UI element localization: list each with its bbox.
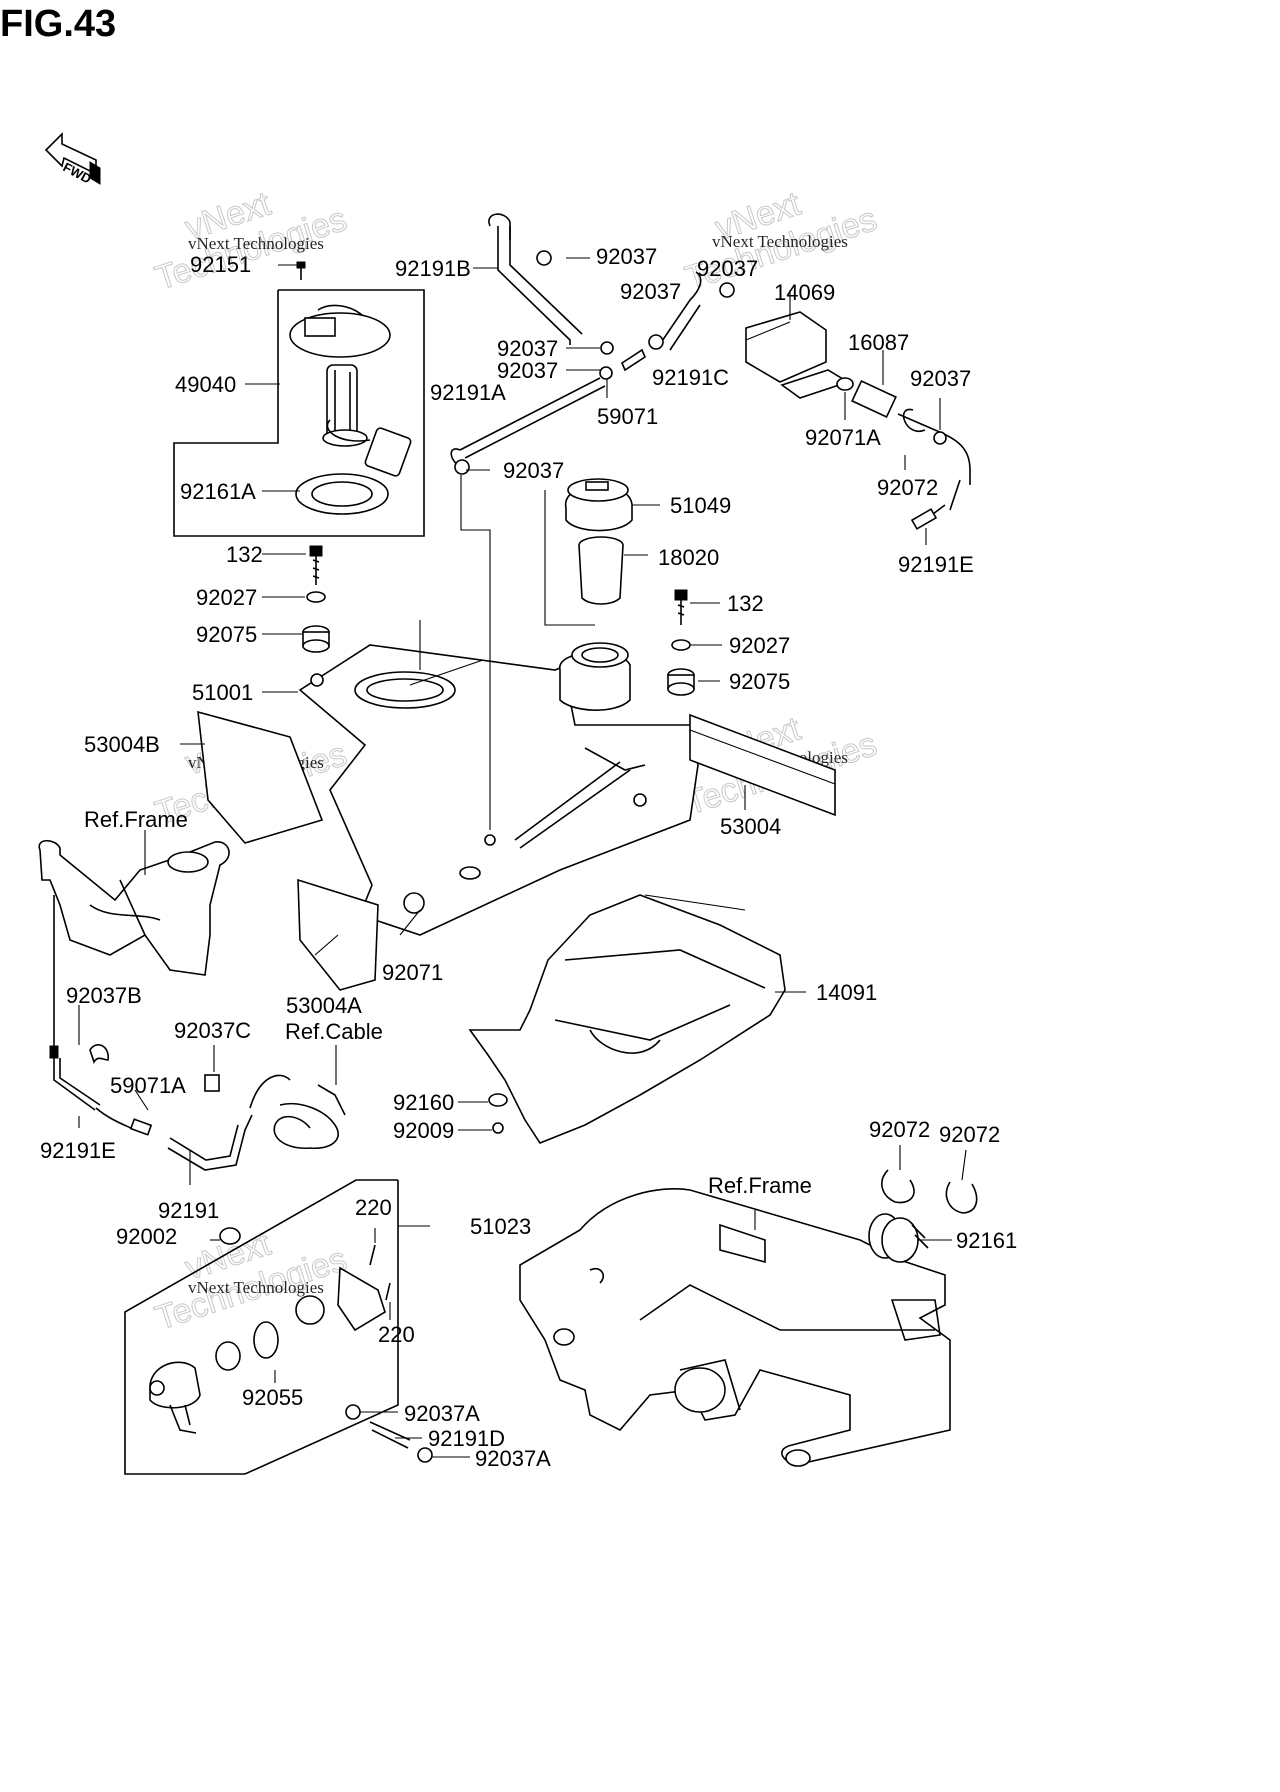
- callout-51001: 51001: [192, 680, 253, 705]
- callout-92191C: 92191C: [652, 365, 729, 390]
- callout-92009: 92009: [393, 1118, 454, 1143]
- callout-59071A: 59071A: [110, 1073, 186, 1098]
- clamps-92072: [881, 1145, 978, 1214]
- frame-left: [38, 830, 230, 976]
- callout-220a: 220: [355, 1195, 392, 1220]
- frame-right: [519, 1187, 951, 1467]
- callout-16087: 16087: [848, 330, 909, 355]
- callout-53004: 53004: [720, 814, 781, 839]
- callout-92191A: 92191A: [430, 380, 506, 405]
- forward-arrow-icon: FWD: [44, 132, 101, 187]
- callout-51049: 51049: [670, 493, 731, 518]
- callout-92027a: 92027: [196, 585, 257, 610]
- figure-title: FIG.43: [0, 3, 116, 45]
- rubber-92161: [868, 1213, 952, 1263]
- fuel-cap: [565, 478, 633, 532]
- callout-ref-cable: Ref.Cable: [285, 1019, 383, 1044]
- callout-ref-frame-1: Ref.Frame: [84, 807, 188, 832]
- fuel-filter: [836, 377, 971, 530]
- callout-92037-4: 92037: [497, 336, 558, 361]
- callout-53004B: 53004B: [84, 732, 160, 757]
- callout-92037A-2: 92037A: [475, 1446, 551, 1471]
- callout-92037A-1: 92037A: [404, 1401, 480, 1426]
- callout-92037-6: 92037: [503, 458, 564, 483]
- svg-text:vNext Technologies: vNext Technologies: [188, 1278, 324, 1297]
- fuel-cock: [124, 1179, 430, 1475]
- fuel-pump-assembly: [173, 261, 425, 537]
- callout-92037C: 92037C: [174, 1018, 251, 1043]
- callout-92071A: 92071A: [805, 425, 881, 450]
- canister: [745, 311, 850, 399]
- callout-92075b: 92075: [729, 669, 790, 694]
- callout-92071: 92071: [382, 960, 443, 985]
- callout-92027b: 92027: [729, 633, 790, 658]
- callout-labels: 92151 49040 92161A 132 92027 92075 51001…: [40, 244, 1017, 1471]
- callout-92037-1: 92037: [596, 244, 657, 269]
- callout-14069: 14069: [774, 280, 835, 305]
- callout-92191E-2: 92191E: [40, 1138, 116, 1163]
- svg-text:vNext Technologies: vNext Technologies: [712, 232, 848, 251]
- callout-92160: 92160: [393, 1090, 454, 1115]
- callout-92037-7: 92037: [910, 366, 971, 391]
- fuel-line-left: [49, 895, 346, 1185]
- callout-92037-2: 92037: [620, 279, 681, 304]
- filler-sleeve: [578, 536, 624, 605]
- hose-92191D: [345, 1404, 470, 1463]
- callout-14091: 14091: [816, 980, 877, 1005]
- callout-132a: 132: [226, 542, 263, 567]
- callout-ref-frame-2: Ref.Frame: [708, 1173, 812, 1198]
- svg-text:vNext Technologies: vNext Technologies: [188, 234, 324, 253]
- callout-59071: 59071: [597, 404, 658, 429]
- tank-tray: [468, 894, 806, 1144]
- callout-92151: 92151: [190, 252, 251, 277]
- callout-53004A: 53004A: [286, 993, 362, 1018]
- callout-92161: 92161: [956, 1228, 1017, 1253]
- callout-92037B: 92037B: [66, 983, 142, 1008]
- mount-hardware-left: [302, 545, 330, 653]
- callout-92055: 92055: [242, 1385, 303, 1410]
- callout-92072-2: 92072: [869, 1117, 930, 1142]
- callout-92075a: 92075: [196, 622, 257, 647]
- mount-hardware-right: [667, 589, 695, 696]
- vent-hoses: [450, 213, 735, 475]
- callout-18020: 18020: [658, 545, 719, 570]
- leader-lines-top: [180, 257, 941, 956]
- callout-92191E-1: 92191E: [898, 552, 974, 577]
- watermark-1: vNext Technologies vNext Technologies: [150, 184, 352, 298]
- callout-51023: 51023: [470, 1214, 531, 1239]
- callout-92072-3: 92072: [939, 1122, 1000, 1147]
- callout-92072-1: 92072: [877, 475, 938, 500]
- callout-92191: 92191: [158, 1198, 219, 1223]
- callout-49040: 49040: [175, 372, 236, 397]
- callout-92191D: 92191D: [428, 1426, 505, 1451]
- callout-92037-5: 92037: [497, 358, 558, 383]
- tray-hardware: [458, 1093, 508, 1134]
- callout-92037-3: 92037: [697, 256, 758, 281]
- callout-92161A: 92161A: [180, 479, 256, 504]
- callout-92002: 92002: [116, 1224, 177, 1249]
- callout-132b: 132: [727, 591, 764, 616]
- callout-92191B: 92191B: [395, 256, 471, 281]
- callout-220b: 220: [378, 1322, 415, 1347]
